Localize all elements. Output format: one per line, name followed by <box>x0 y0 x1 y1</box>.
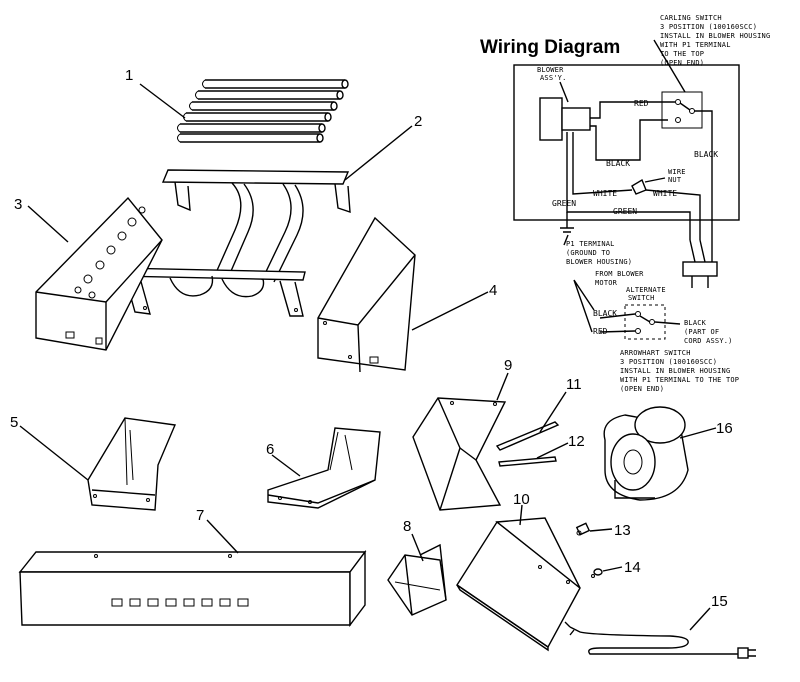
label-part-2: 2 <box>414 113 422 130</box>
svg-text:3 POSITION (100160SCC): 3 POSITION (100160SCC) <box>660 23 757 31</box>
svg-text:FROM BLOWER: FROM BLOWER <box>595 270 644 278</box>
label-part-13: 13 <box>614 522 631 539</box>
svg-text:GREEN: GREEN <box>552 199 576 208</box>
leader-2 <box>344 125 413 181</box>
part-8-tray <box>387 543 447 616</box>
label-part-14: 14 <box>624 559 641 576</box>
leader-1 <box>139 83 186 119</box>
switch-note: CARLING SWITCH 3 POSITION (100160SCC) IN… <box>660 14 770 67</box>
leader-4 <box>411 291 489 331</box>
leader-6 <box>271 454 301 477</box>
svg-text:WHITE: WHITE <box>653 189 677 198</box>
part-9-hood <box>412 397 507 511</box>
leader-9 <box>496 372 509 401</box>
label-part-6: 6 <box>266 441 274 458</box>
label-part-7: 7 <box>196 507 204 524</box>
plug-cord <box>689 239 713 263</box>
label-part-3: 3 <box>14 196 22 213</box>
svg-text:ARROWHART SWITCH: ARROWHART SWITCH <box>620 349 691 357</box>
label-part-4: 4 <box>489 282 497 299</box>
svg-text:BLACK: BLACK <box>606 159 630 168</box>
svg-text:(OPEN END): (OPEN END) <box>660 59 704 67</box>
svg-text:CARLING SWITCH: CARLING SWITCH <box>660 14 722 22</box>
svg-text:BLOWER HOUSING): BLOWER HOUSING) <box>566 258 632 266</box>
part-5-shield <box>87 417 177 511</box>
label-part-10: 10 <box>513 491 530 508</box>
label-part-5: 5 <box>10 414 18 431</box>
leader-15 <box>689 607 711 631</box>
label-part-1: 1 <box>125 67 133 84</box>
svg-text:(PART OF: (PART OF <box>684 328 719 336</box>
svg-text:RED: RED <box>634 99 649 108</box>
svg-text:NUT: NUT <box>668 176 682 184</box>
svg-text:BLACK: BLACK <box>694 150 718 159</box>
svg-text:3 POSITION (100160SCC): 3 POSITION (100160SCC) <box>620 358 717 366</box>
leader-13 <box>589 528 613 532</box>
leader-3 <box>27 205 69 243</box>
part-3-box <box>35 196 163 351</box>
leader-11 <box>539 391 567 433</box>
part-12-strip <box>498 456 557 467</box>
svg-text:INSTALL IN BLOWER HOUSING: INSTALL IN BLOWER HOUSING <box>660 32 770 40</box>
switch-symbol <box>661 91 703 129</box>
svg-text:INSTALL IN BLOWER HOUSING: INSTALL IN BLOWER HOUSING <box>620 367 730 375</box>
part-14-wire-nut <box>591 568 603 578</box>
part-13-switch <box>575 522 591 536</box>
label-part-8: 8 <box>403 518 411 535</box>
svg-text:BLOWER: BLOWER <box>537 66 564 74</box>
wiring-title: Wiring Diagram <box>480 37 620 58</box>
svg-text:WIRE: WIRE <box>668 168 686 176</box>
wire-nut-symbol <box>631 178 647 195</box>
wiring-frame <box>513 64 740 221</box>
svg-text:(OPEN END): (OPEN END) <box>620 385 664 393</box>
part-4-cover <box>317 216 416 373</box>
alternate-switch-note: ARROWHART SWITCH 3 POSITION (100160SCC) … <box>620 349 739 393</box>
svg-text:(GROUND TO: (GROUND TO <box>566 249 610 257</box>
svg-text:ASS'Y.: ASS'Y. <box>540 74 567 82</box>
part-15-cord <box>564 621 756 659</box>
plug-symbol <box>682 261 718 277</box>
svg-text:WHITE: WHITE <box>593 189 617 198</box>
leader-12 <box>536 442 569 459</box>
label-part-11: 11 <box>566 376 582 393</box>
svg-text:ALTERNATE: ALTERNATE <box>626 286 666 294</box>
part-6-shield <box>267 427 381 509</box>
svg-text:P1 TERMINAL: P1 TERMINAL <box>566 240 615 248</box>
svg-text:MOTOR: MOTOR <box>595 279 618 287</box>
label-part-12: 12 <box>568 433 585 450</box>
svg-text:WITH P1 TERMINAL: WITH P1 TERMINAL <box>660 41 731 49</box>
label-part-16: 16 <box>716 420 733 437</box>
leader-8 <box>411 533 424 562</box>
alternate-switch-symbol <box>624 304 666 340</box>
svg-text:TO THE TOP: TO THE TOP <box>660 50 704 58</box>
leader-16 <box>679 427 717 439</box>
part-16-blower <box>603 406 689 501</box>
leader-14 <box>602 566 623 572</box>
svg-text:CORD ASSY.): CORD ASSY.) <box>684 337 733 345</box>
terminal-note: P1 TERMINAL (GROUND TO BLOWER HOUSING) <box>566 240 632 266</box>
part-10-housing <box>456 517 581 652</box>
part-11-strip <box>495 421 560 451</box>
svg-text:SWITCH: SWITCH <box>628 294 655 302</box>
svg-text:WITH P1 TERMINAL TO THE TOP: WITH P1 TERMINAL TO THE TOP <box>620 376 739 384</box>
svg-text:GREEN: GREEN <box>613 207 637 216</box>
label-part-9: 9 <box>504 357 512 374</box>
leader-10 <box>519 504 523 526</box>
part-7-body <box>18 549 367 628</box>
svg-text:BLACK: BLACK <box>684 319 707 327</box>
wiring-diagram: Wiring Diagram CARLING SWITCH 3 POSITION… <box>480 14 770 393</box>
svg-text:BLACK: BLACK <box>593 309 617 318</box>
svg-text:RED: RED <box>593 327 608 336</box>
label-part-15: 15 <box>711 593 728 610</box>
blower-motor-symbol <box>539 97 563 141</box>
leader-5 <box>19 425 89 481</box>
leader-7 <box>206 519 239 554</box>
part-1-tubes <box>177 79 349 143</box>
